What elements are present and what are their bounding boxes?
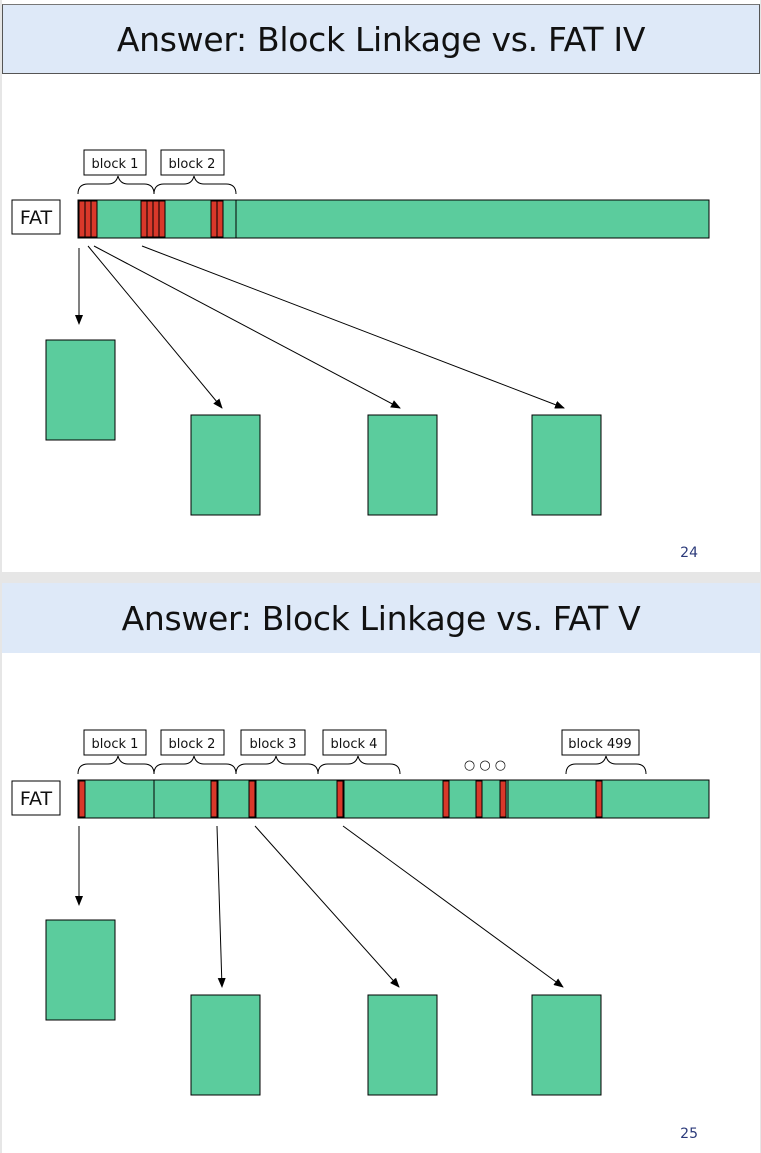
fat-entry [90,200,98,238]
block-label-text: block 4 [331,737,378,752]
fat-entry [78,200,86,238]
fat-diagram-v: block 1 block 2 block 3 block 4 block 49… [11,729,710,1096]
fat-entry [248,780,256,818]
fat-entry [210,200,218,238]
brace-block-1 [77,175,155,195]
block-label-text: block 2 [169,737,216,752]
slide-24: Answer: Block Linkage vs. FAT IV block 1… [2,0,760,572]
brace-block-2 [153,175,237,195]
fat-entry [336,780,344,818]
fat-label-text: FAT [20,207,53,229]
fat-entry [84,200,92,238]
block-label-text: block 1 [92,737,139,752]
block-label-499: block 499 [561,729,640,756]
disk-block [190,414,261,516]
disk-block [45,339,116,441]
pointer-arrow [141,245,565,409]
pointer-arrow [87,245,223,409]
brace-block-3 [235,755,319,775]
block-label-2: block 2 [160,729,225,756]
pointer-arrow [216,825,226,988]
fat-table-bar [77,779,710,819]
block-label-1: block 1 [83,729,147,756]
fat-entry [442,780,450,818]
title-bar: Answer: Block Linkage vs. FAT IV [2,4,760,74]
fat-entry [216,200,224,238]
disk-block [531,414,602,516]
brace-block-1 [77,755,155,775]
pointer-arrow [254,825,400,988]
fat-entry [146,200,154,238]
brace-block-4 [317,755,401,775]
pointer-arrow [342,825,564,988]
block-label-text: block 499 [568,737,631,752]
block-label-text: block 1 [92,157,139,172]
fat-table-bar [77,199,710,239]
slide-title: Answer: Block Linkage vs. FAT IV [116,19,646,59]
fat-label: FAT [11,780,61,816]
fat-entry [78,780,86,818]
slide-number: 24 [680,545,698,561]
fat-entry [499,780,507,818]
slide-number: 25 [680,1126,698,1142]
block-label-2: block 2 [160,149,225,176]
fat-entry [595,780,603,818]
brace-block-2 [153,755,237,775]
disk-block [190,994,261,1096]
fat-label-text: FAT [20,788,53,810]
title-bar: Answer: Block Linkage vs. FAT V [2,583,760,653]
block-label-text: block 2 [169,157,216,172]
disk-block [531,994,602,1096]
brace-block-499 [565,755,647,775]
block-label-1: block 1 [83,149,147,176]
ellipsis: ○ ○ ○ [464,758,506,773]
fat-entry [140,200,148,238]
fat-label: FAT [11,199,61,235]
fat-entry [475,780,483,818]
block-label-3: block 3 [240,729,306,756]
disk-block [45,919,116,1021]
slide-25: Answer: Block Linkage vs. FAT V block 1 … [2,583,760,1153]
disk-block [367,994,438,1096]
fat-entry [152,200,160,238]
pointer-arrow [93,245,401,409]
slide-title: Answer: Block Linkage vs. FAT V [121,598,641,638]
fat-entry [158,200,166,238]
fat-entry [210,780,218,818]
block-label-4: block 4 [322,729,387,756]
fat-diagram-iv: block 1 block 2 FAT [11,149,710,516]
disk-block [367,414,438,516]
block-label-text: block 3 [250,737,297,752]
